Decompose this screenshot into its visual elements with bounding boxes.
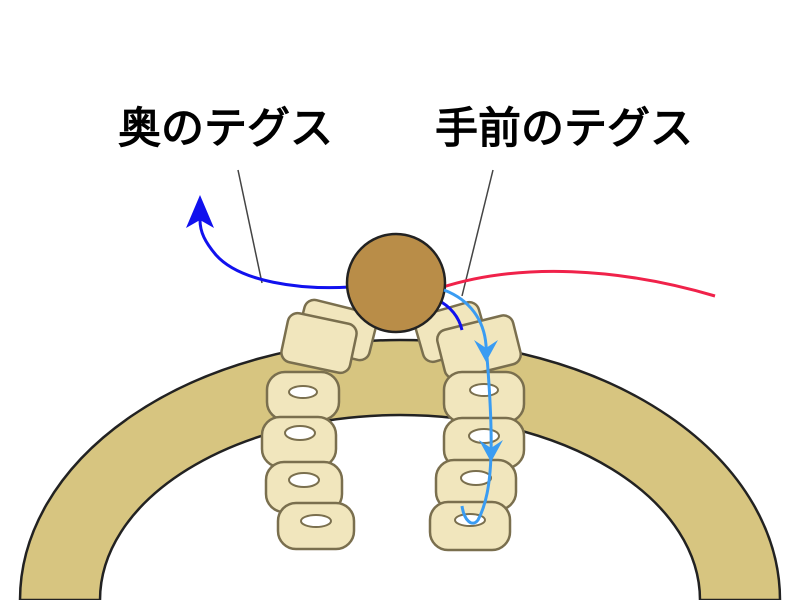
right-bead-hole-4 (454, 513, 486, 527)
front-arrow-2-icon (479, 440, 503, 462)
back-arrow-icon (186, 195, 214, 228)
left-bead-column (260, 298, 378, 551)
right-bead-column (413, 300, 526, 552)
ring-base (18, 338, 782, 600)
left-top-bead-front (280, 311, 358, 375)
red-thread (439, 269, 716, 298)
front-arrow-1-icon (474, 340, 498, 362)
center-bead (345, 232, 447, 334)
right-bead-hole-3 (460, 470, 492, 486)
right-bead-hole-2 (468, 428, 500, 444)
left-bead-hole-2 (284, 425, 316, 441)
left-bead-hole-4 (300, 514, 332, 528)
left-bead-hole-3 (288, 472, 320, 488)
leader-line-back (237, 169, 263, 284)
left-bead-hole-1 (288, 385, 318, 399)
right-bead-hole-1 (469, 383, 499, 397)
left-bead-2 (260, 415, 338, 469)
leader-line-front (461, 169, 494, 297)
front-thread-label: 手前のテグス (435, 104, 693, 154)
back-thread-label: 奥のテグス (118, 104, 333, 154)
